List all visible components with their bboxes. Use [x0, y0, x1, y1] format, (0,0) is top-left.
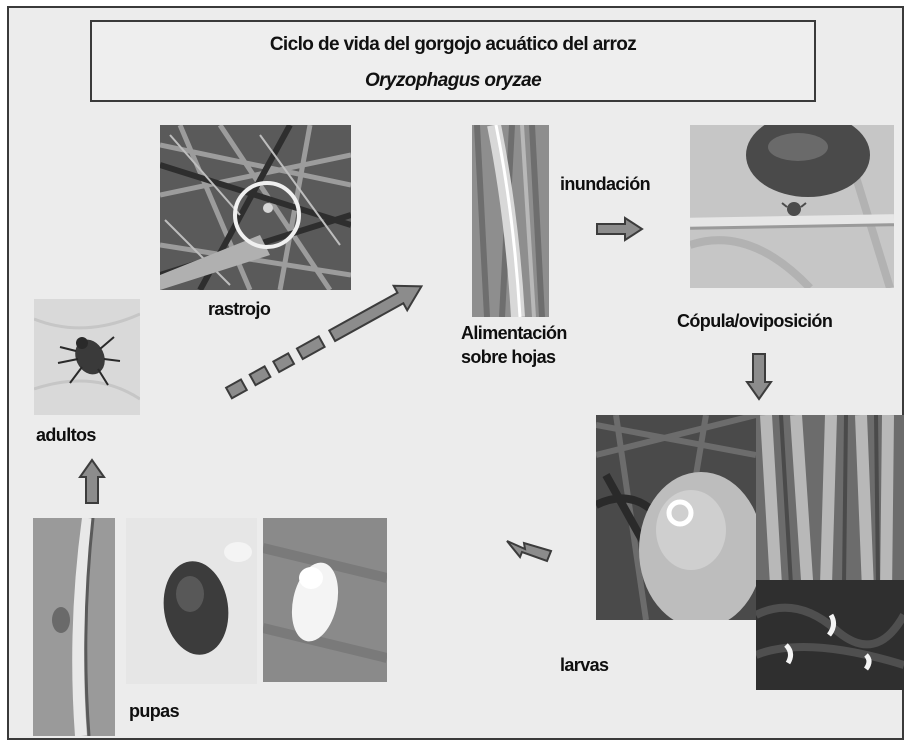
- copula-photo: [690, 125, 894, 288]
- label-adultos: adultos: [36, 424, 96, 446]
- label-copula: Cópula/oviposición: [677, 310, 832, 332]
- label-pupas: pupas: [129, 700, 179, 722]
- label-rastrojo: rastrojo: [208, 298, 270, 320]
- alimentacion-photo: [472, 125, 549, 317]
- title-box: Ciclo de vida del gorgojo acuático del a…: [90, 20, 816, 102]
- diagram-subtitle: Oryzophagus oryzae: [92, 70, 814, 92]
- rastrojo-photo: [160, 125, 351, 290]
- label-alimentacion-line1: Alimentación: [461, 322, 567, 344]
- adultos-photo: [34, 299, 140, 415]
- label-alimentacion-line2: sobre hojas: [461, 346, 555, 368]
- diagram-title: Ciclo de vida del gorgojo acuático del a…: [92, 34, 814, 56]
- pupas-photo-3: [263, 518, 387, 682]
- larvas-photo-2: [756, 415, 904, 690]
- pupas-photo-2: [126, 518, 257, 684]
- larvas-photo-1: [596, 415, 756, 620]
- label-larvas: larvas: [560, 654, 608, 676]
- label-inundacion: inundación: [560, 173, 650, 195]
- pupas-photo-1: [33, 518, 115, 736]
